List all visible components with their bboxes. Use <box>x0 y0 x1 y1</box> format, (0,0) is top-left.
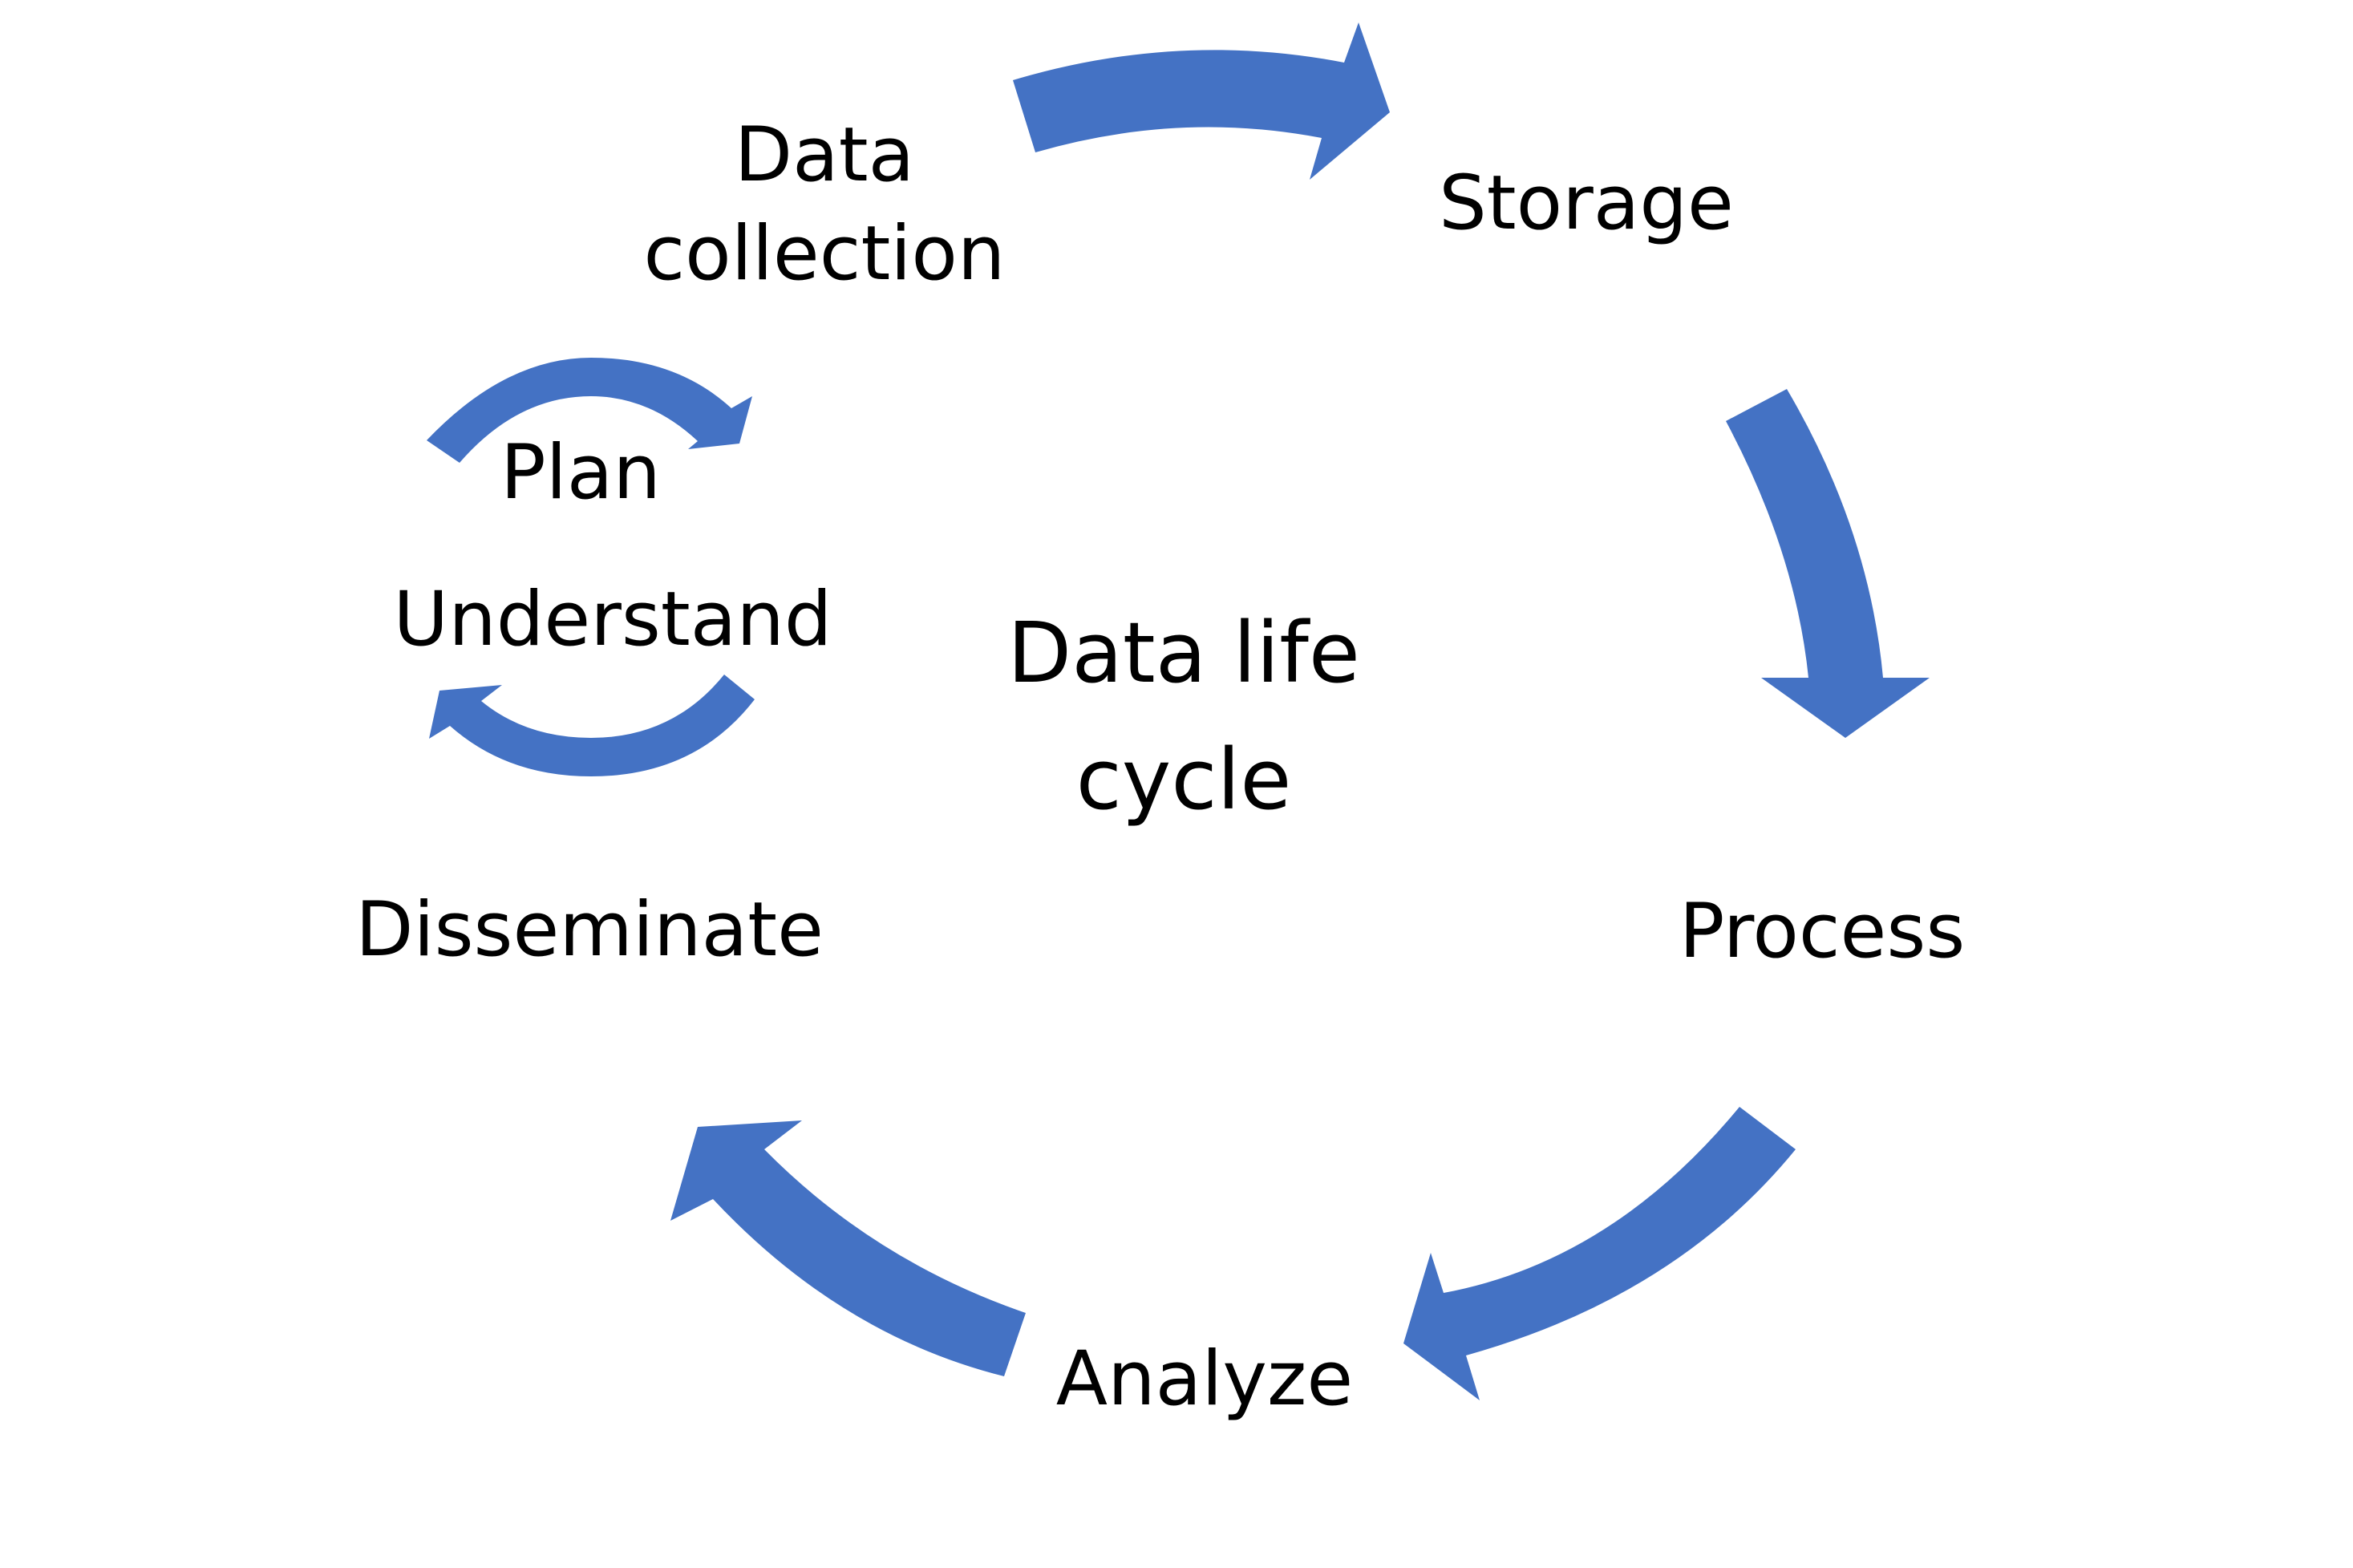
stage-process: Process <box>1679 888 1966 975</box>
arrow-plan-cycle <box>427 358 752 463</box>
stage-storage: Storage <box>1439 160 1734 247</box>
stage-plan: Plan <box>500 429 661 517</box>
stage-analyze: Analyze <box>1056 1335 1353 1423</box>
stage-disseminate: Disseminate <box>355 886 824 974</box>
center-title-line-1: Data life <box>1007 604 1360 702</box>
stage-understand: Understand <box>393 576 832 663</box>
stage-data-collection-line-1: Data <box>735 111 914 199</box>
center-title: Data life cycle <box>1007 604 1360 829</box>
center-title-line-2: cycle <box>1076 731 1292 829</box>
arrow-storage-to-process <box>1726 389 1930 738</box>
stage-data-collection-line-2: collection <box>644 210 1006 298</box>
arrow-process-to-analyze <box>1403 1107 1796 1400</box>
stage-labels: Data collection Storage Process Analyze … <box>355 111 1965 1423</box>
cycle-arrows <box>427 22 1930 1400</box>
arrow-collection-to-storage <box>1013 22 1390 180</box>
arrow-analyze-to-disseminate <box>670 1120 1026 1376</box>
arrow-understand-cycle <box>429 675 755 776</box>
